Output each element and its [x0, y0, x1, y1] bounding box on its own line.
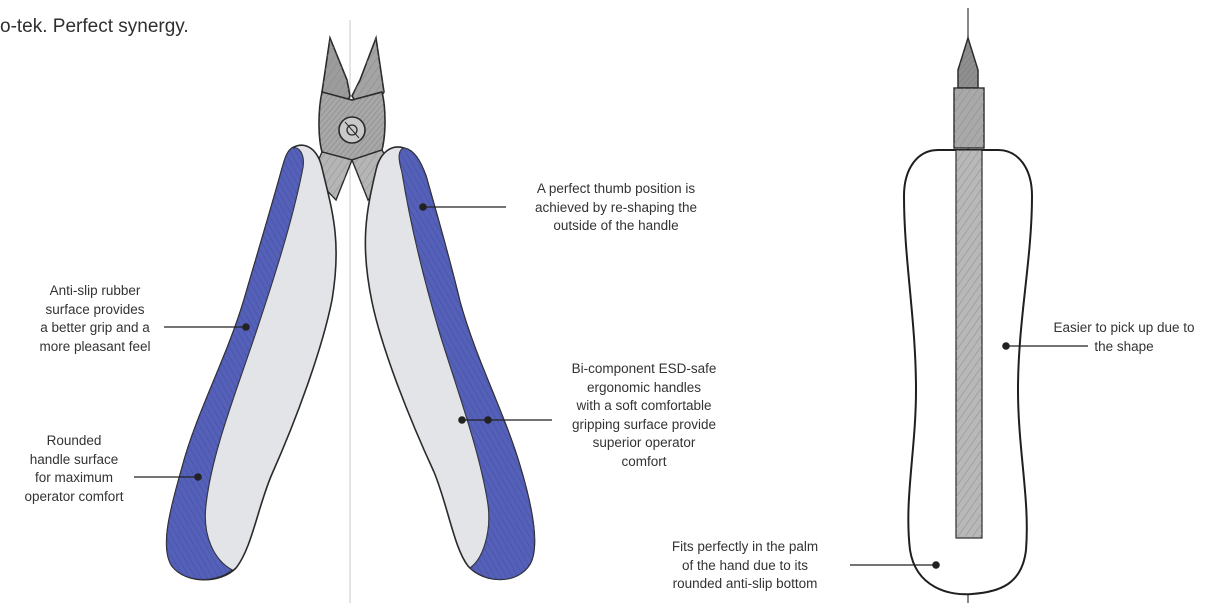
screwdriver-sketch	[904, 38, 1032, 594]
leader-dot-easier	[1003, 343, 1009, 349]
leader-dot-fits	[933, 562, 939, 568]
leader-dot-bicomponent	[459, 417, 465, 423]
pliers-sketch	[167, 38, 535, 580]
annotation-fits: Fits perfectly in the palm of the hand d…	[640, 538, 850, 594]
leader-dot-rounded	[195, 474, 201, 480]
leader-dot-anti-slip	[243, 324, 249, 330]
annotation-bicomponent: Bi-component ESD-safe ergonomic handles …	[544, 360, 744, 471]
leader-dot-thumb	[420, 204, 426, 210]
annotation-easier: Easier to pick up due to the shape	[1028, 319, 1220, 356]
annotation-thumb: A perfect thumb position is achieved by …	[496, 180, 736, 236]
annotation-rounded: Rounded handle surface for maximum opera…	[6, 432, 142, 506]
annotation-anti-slip: Anti-slip rubber surface provides a bett…	[20, 282, 170, 356]
